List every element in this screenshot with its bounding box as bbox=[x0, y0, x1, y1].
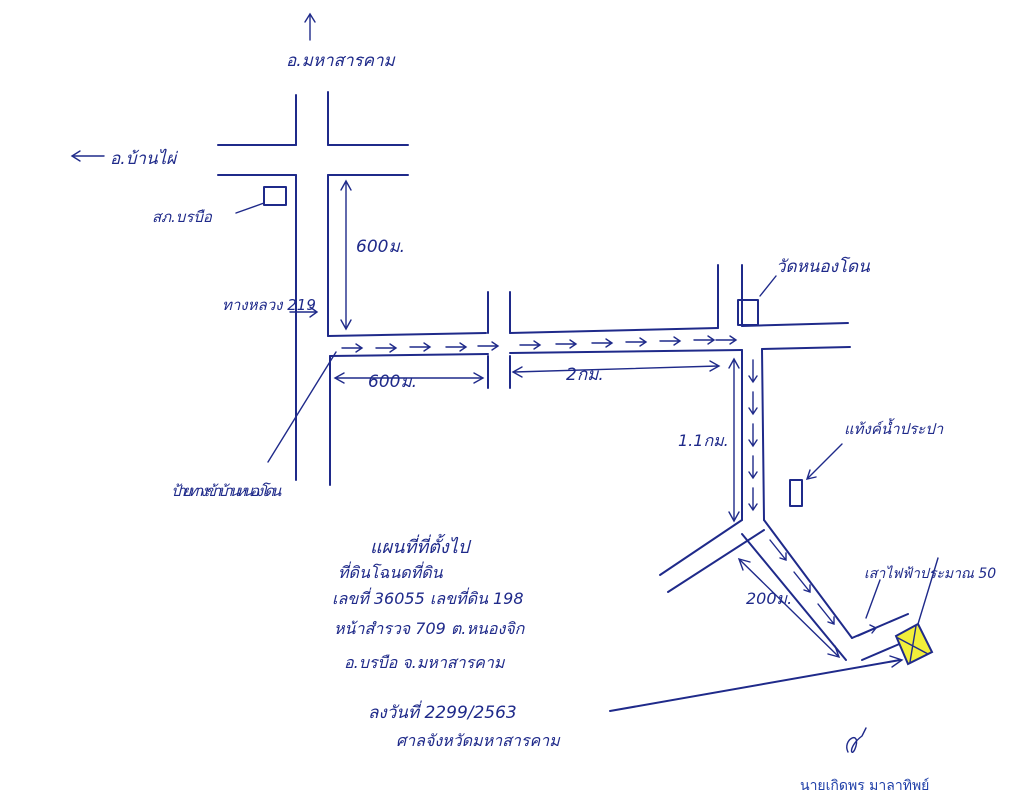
ref-line-1: ลงวันที่ 2299/2563 bbox=[368, 700, 517, 723]
village-entry-pointer bbox=[267, 351, 337, 463]
dim-2km bbox=[511, 360, 721, 378]
reference-pointer bbox=[609, 655, 904, 712]
signature-name: นายเกิดพร มาลาทิพย์ bbox=[800, 778, 930, 794]
road-cross-horizontal bbox=[217, 144, 409, 176]
ref-line-2: ศาลจังหวัดมหาสารคาม bbox=[396, 731, 561, 750]
label-station: สภ.บรบือ bbox=[152, 208, 213, 226]
label-highway: ทางหลวง 219 bbox=[222, 296, 316, 314]
signature-mark bbox=[846, 727, 867, 753]
water-tank-marker bbox=[789, 479, 803, 507]
title-line-4: หน้าสำรวจ 709 ต.หนองจิก bbox=[334, 619, 526, 638]
label-temple: วัดหนองโดน bbox=[776, 256, 870, 277]
title-line-2: ที่ดินโฉนดที่ดิน bbox=[338, 561, 444, 582]
label-dist-2km: 2กม. bbox=[566, 365, 604, 385]
label-water-tank: แท้งค์น้ำประปา bbox=[844, 418, 944, 438]
label-west-dest: อ.บ้านไผ่ bbox=[110, 148, 178, 169]
label-dist-200m: 200ม. bbox=[746, 589, 792, 608]
route-arrows-diagonal bbox=[769, 539, 878, 637]
label-dist-600-vertical: 600ม. bbox=[356, 237, 405, 257]
police-station-pointer bbox=[235, 202, 265, 214]
temple-pointer bbox=[759, 275, 777, 297]
west-arrow-icon bbox=[70, 150, 105, 162]
road-route-horizontal bbox=[327, 264, 851, 389]
title-line-5: อ.บรบือ จ.มหาสารคาม bbox=[344, 653, 506, 672]
north-arrow-icon bbox=[304, 12, 316, 41]
route-arrows-vertical bbox=[748, 359, 758, 512]
label-village-entry: ป้ายทางเข้าบ้านหนองโดน bbox=[171, 482, 282, 500]
label-dist-11km: 1.1กม. bbox=[678, 431, 729, 450]
dim-600m-horizontal bbox=[333, 372, 485, 384]
pole-pointer-1 bbox=[865, 579, 881, 619]
pole-pointer-2 bbox=[917, 557, 939, 625]
title-line-1: แผนที่ที่ตั้งไป bbox=[370, 533, 472, 558]
label-dist-600-horizontal: 600ม. bbox=[368, 372, 417, 392]
dim-11km bbox=[728, 357, 740, 523]
label-pole: เสาไฟฟ้าประมาณ 50 bbox=[864, 565, 996, 582]
label-north-dest: อ.มหาสารคาม bbox=[286, 51, 396, 71]
road-main-vertical bbox=[295, 91, 331, 486]
temple-marker bbox=[737, 299, 759, 326]
target-parcel-marker bbox=[894, 622, 934, 666]
water-tank-pointer bbox=[807, 443, 843, 479]
dim-600m-vertical bbox=[340, 179, 352, 331]
dim-200m bbox=[737, 557, 841, 659]
police-station-marker bbox=[263, 186, 287, 206]
road-south bbox=[741, 348, 765, 521]
title-line-3: เลขที่ 36055 เลขที่ดิน 198 bbox=[332, 587, 524, 608]
route-arrows-horizontal bbox=[341, 335, 738, 353]
